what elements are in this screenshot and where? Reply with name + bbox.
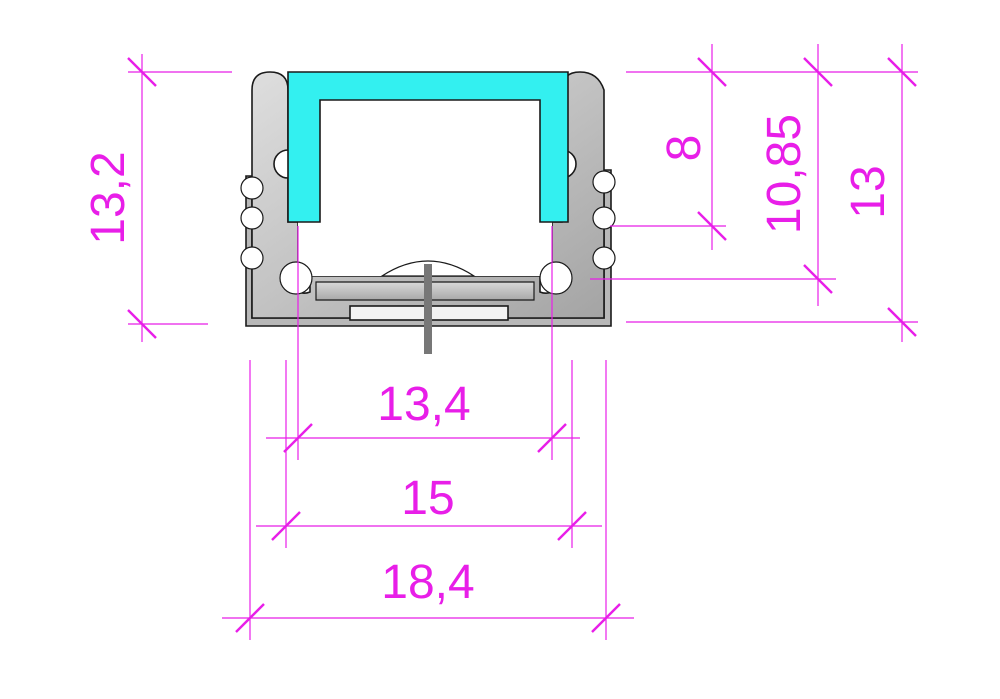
dimension-labels: 13,2 8 10,85 13 13,4 15 18,4 bbox=[82, 114, 895, 609]
left-groove-2 bbox=[240, 206, 264, 230]
right-inner-groove bbox=[539, 261, 573, 295]
dim-label-diffuser-height: 8 bbox=[658, 135, 711, 162]
right-groove-3 bbox=[592, 246, 616, 270]
diffuser-cover bbox=[287, 71, 569, 223]
dim-label-overall-height: 13,2 bbox=[82, 151, 135, 244]
dim-label-inner-height: 10,85 bbox=[758, 114, 811, 234]
dimension-lines bbox=[127, 44, 917, 633]
left-groove-1 bbox=[240, 176, 264, 200]
right-groove-2 bbox=[592, 206, 616, 230]
extension-lines bbox=[128, 71, 918, 640]
inner-cavity-upper bbox=[320, 100, 540, 222]
right-groove-1 bbox=[592, 170, 616, 194]
dim-label-profile-height: 13 bbox=[842, 165, 895, 218]
led-chip bbox=[424, 264, 432, 354]
left-groove-3 bbox=[240, 246, 264, 270]
dim-label-inner-width: 13,4 bbox=[377, 378, 470, 431]
inner-cavity bbox=[298, 222, 552, 276]
left-inner-groove bbox=[279, 261, 313, 295]
dim-label-overall-width: 18,4 bbox=[381, 556, 474, 609]
dim-label-mid-width: 15 bbox=[401, 472, 454, 525]
